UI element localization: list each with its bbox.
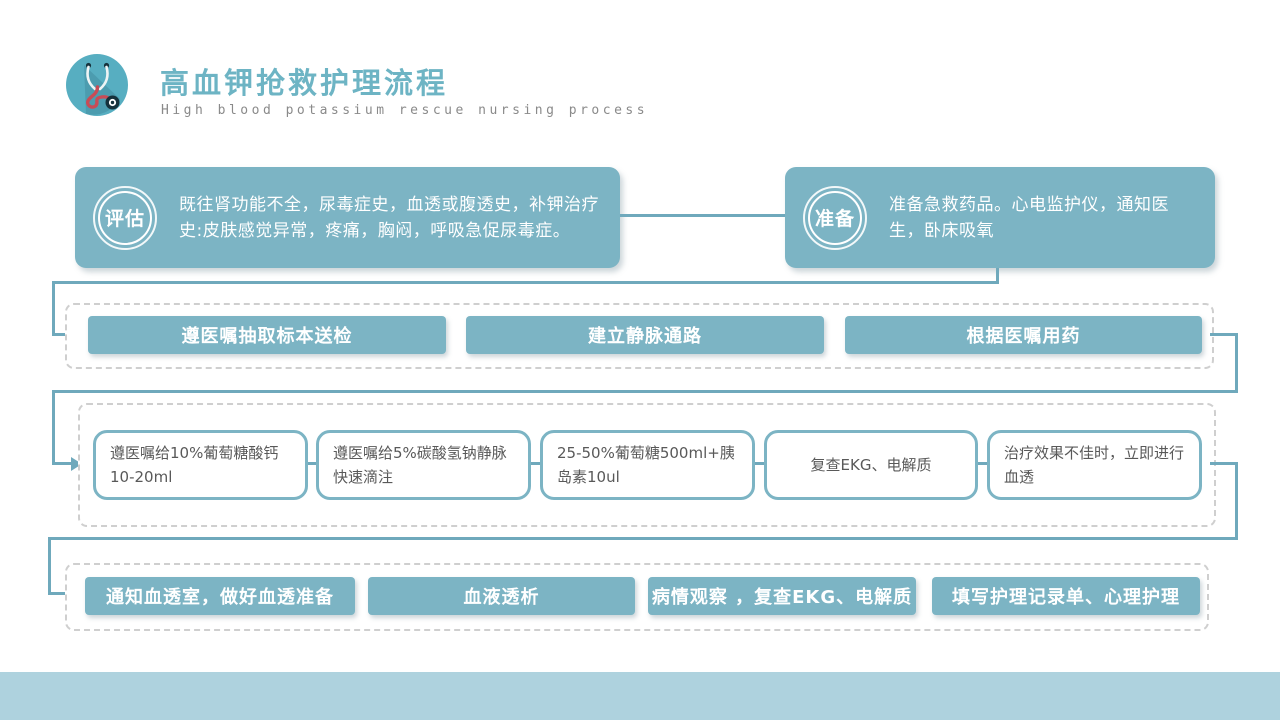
connector-row3-exit [1210,462,1238,465]
node-glucose-insulin: 25-50%葡萄糖500ml+胰岛素10ul [540,430,755,500]
prepare-text: 准备急救药品。心电监护仪，通知医生，卧床吸氧 [889,194,1169,241]
connector-wbox-3-4 [747,462,765,465]
connector-row1-left [52,281,999,284]
assess-text: 既往肾功能不全，尿毒症史，血透或腹透史，补钾治疗史:皮肤感觉异常，疼痛，胸闷，呼… [179,194,599,241]
node-medication-order: 根据医嘱用药 [845,316,1202,354]
node-sodium-bicarbonate: 遵医嘱给5%碳酸氢钠静脉快速滴注 [316,430,531,500]
node-recheck-ekg: 复查EKG、电解质 [764,430,978,500]
connector-row4-drop [48,537,51,594]
assess-badge: 评估 [93,185,157,250]
connector-row2-down [1235,333,1238,393]
prepare-badge: 准备 [803,185,867,250]
node-calcium-gluconate: 遵医嘱给10%葡萄糖酸钙10-20ml [93,430,308,500]
connector-row2-back [52,390,1238,393]
connector-row3-down [1235,462,1238,540]
node-dialysis-if-poor: 治疗效果不佳时，立即进行血透 [987,430,1202,500]
stethoscope-icon [64,52,130,118]
page-title: 高血钾抢救护理流程 [160,66,449,100]
connector-wbox-4-5 [971,462,989,465]
footer-bar [0,672,1280,720]
connector-wbox-2-3 [523,462,541,465]
node-nursing-record: 填写护理记录单、心理护理 [932,577,1200,615]
node-notify-dialysis-room: 通知血透室，做好血透准备 [85,577,355,615]
connector-prepare-down [996,268,999,284]
node-iv-access: 建立静脉通路 [466,316,824,354]
prepare-badge-label: 准备 [808,190,862,245]
connector-row2-entry [52,333,72,336]
connector-row4-entry [48,592,68,595]
assess-box: 评估 既往肾功能不全，尿毒症史，血透或腹透史，补钾治疗史:皮肤感觉异常，疼痛，胸… [75,167,620,268]
connector-row2-exit [1210,333,1238,336]
prepare-box: 准备 准备急救药品。心电监护仪，通知医生，卧床吸氧 [785,167,1215,268]
connector-row3-back [48,537,1238,540]
node-observe-recheck: 病情观察 ，复查EKG、电解质 [648,577,916,615]
arrow-right-icon [71,456,82,471]
connector-row1-drop [52,281,55,336]
node-hemodialysis: 血液透析 [368,577,635,615]
connector-row3-entry [52,462,72,465]
connector-row3-drop [52,390,55,464]
page-subtitle: High blood potassium rescue nursing proc… [161,103,649,118]
node-sample-test: 遵医嘱抽取标本送检 [88,316,446,354]
connector-assess-prepare [620,214,785,217]
connector-wbox-1-2 [300,462,318,465]
assess-badge-label: 评估 [98,190,152,245]
